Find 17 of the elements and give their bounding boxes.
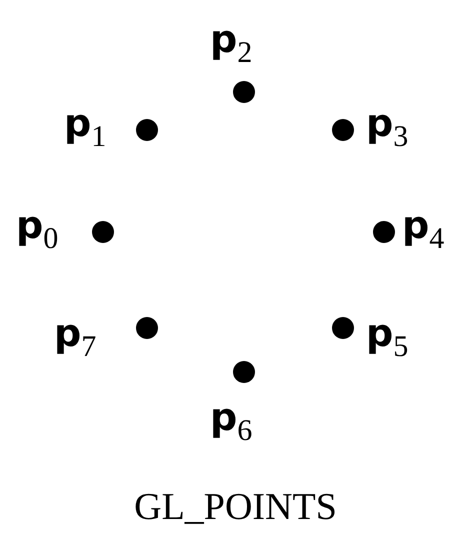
point-label: p$_{3}$ (366, 104, 408, 152)
point-label: p$_{7}$ (54, 314, 96, 362)
point-dot (332, 119, 354, 141)
point-dot (233, 81, 255, 103)
point-dot (136, 317, 158, 339)
point-label: p$_{6}$ (210, 398, 252, 446)
point-dot (373, 221, 395, 243)
point-dot (332, 317, 354, 339)
point-dot (136, 119, 158, 141)
point-label: p$_{1}$ (64, 104, 106, 152)
caption: GL_POINTS (133, 488, 338, 526)
point-label: p$_{0}$ (16, 206, 58, 254)
point-dot (92, 221, 114, 243)
point-label: p$_{4}$ (402, 206, 444, 254)
point-label: p$_{5}$ (366, 314, 408, 362)
point-label: p$_{2}$ (210, 20, 252, 68)
point-dot (233, 361, 255, 383)
